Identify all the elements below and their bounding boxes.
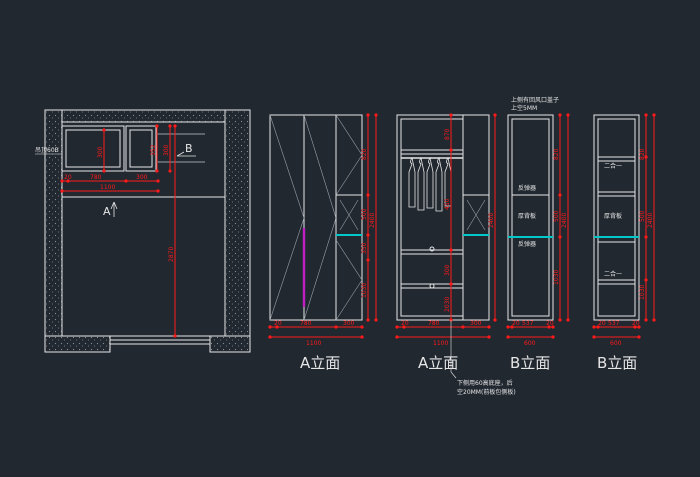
b2-dim-r2: 500: [639, 210, 646, 222]
a1-dim-r1: 820: [361, 148, 368, 160]
plan-wall-bottom-left: [44, 335, 111, 353]
b1-label-top: 反弹器: [518, 184, 536, 192]
a1-dimensions: [268, 113, 378, 339]
a1-dim-total: 1100: [306, 340, 321, 347]
a1-title: A立面: [300, 354, 340, 372]
a1-dim-b3: 300: [343, 320, 355, 327]
b1-dim-total: 600: [524, 340, 536, 347]
b2-dim-r3: 1030: [639, 285, 646, 300]
plan-dimensions: [60, 124, 177, 338]
b1-dim-b3: 20: [546, 320, 554, 327]
plan-dim-seg-2: 780: [90, 174, 102, 181]
plan-dim-seg-1: 20: [64, 174, 72, 181]
plan-wall-right: [224, 109, 251, 353]
b2-dim-total: 600: [610, 340, 622, 347]
plan-dim-v4: 2870: [168, 247, 175, 262]
b2-dim-r1: 820: [639, 148, 646, 160]
a2-note: 下侧用60高底座，后 空20MM(前板包侧板): [450, 320, 516, 396]
a2-dim-height: 2400: [488, 213, 495, 228]
a1-dim-r2: 500: [361, 208, 368, 220]
a2-dim-r2: 450: [444, 198, 451, 210]
a2-dim-b2: 780: [428, 320, 440, 327]
elevation-a1: [269, 114, 363, 321]
plan-room: [61, 121, 226, 337]
b2-dim-b2: 537: [608, 320, 620, 327]
a1-dim-b2: 780: [300, 320, 312, 327]
a2-dim-r3: 300: [444, 264, 451, 276]
elevation-b1: [507, 114, 554, 321]
plan-dim-v2: 352: [150, 144, 157, 156]
elevation-a2: [396, 114, 490, 321]
svg-text:B: B: [185, 142, 193, 155]
b1-title: B立面: [510, 354, 550, 372]
a2-dim-r1: 870: [444, 128, 451, 140]
plan-wall-bottom-right: [209, 335, 251, 353]
a2-hangers: [408, 157, 452, 212]
a2-dim-b3: 300: [470, 320, 482, 327]
plan-hanging-label: 吊顶60B: [35, 147, 59, 154]
b2-dimensions: [592, 113, 656, 339]
b2-label-mid: 厚背板: [604, 212, 622, 220]
b1-dim-b1: 20: [512, 320, 520, 327]
plan-wall-top: [45, 109, 233, 123]
plan-dim-total: 1100: [100, 184, 115, 191]
b1-dim-height: 2400: [561, 213, 568, 228]
b1-dim-r3: 1030: [553, 270, 560, 285]
svg-text:空20MM(前板包侧板): 空20MM(前板包侧板): [457, 388, 516, 396]
a1-dim-r4: 1030: [361, 283, 368, 298]
plan-dim-seg-3: 300: [136, 174, 148, 181]
a2-dim-r4: 2030: [444, 297, 451, 312]
plan-cabinet-main: [61, 125, 125, 172]
b1-top-note-2: 上空5MM: [511, 104, 537, 112]
marker-a: A: [103, 201, 118, 218]
b1-label-bot: 反弹器: [518, 240, 536, 248]
b1-dimensions: [506, 113, 570, 339]
b1-top-note-1: 上侧有回风口盖子: [511, 96, 559, 104]
b1-label-mid: 厚背板: [518, 212, 536, 220]
a2-dim-total: 1100: [433, 340, 448, 347]
svg-text:A: A: [103, 205, 111, 218]
b1-dim-r1: 820: [553, 148, 560, 160]
b2-label-bot: 二合一: [604, 270, 622, 278]
a1-dim-height: 2400: [369, 213, 376, 228]
plan-cabinet-side: [125, 125, 157, 172]
b2-dim-b3: 20: [632, 320, 640, 327]
marker-b: B: [176, 142, 196, 157]
plan-wall-left: [44, 109, 63, 339]
b1-dim-b2: 537: [522, 320, 534, 327]
a2-dim-b1: 20: [401, 320, 409, 327]
floor-plan: [44, 109, 251, 353]
plan-dim-v1: 300: [97, 146, 104, 158]
b2-dim-b1: 20: [598, 320, 606, 327]
b2-dim-height: 2400: [647, 213, 654, 228]
svg-text:下侧用60高底座，后: 下侧用60高底座，后: [457, 379, 513, 387]
plan-dim-v3: 300: [163, 144, 170, 156]
a2-dimensions: [395, 113, 497, 339]
a1-dim-r3: 350: [361, 242, 368, 254]
a2-title: A立面: [418, 354, 458, 372]
b1-dim-r2: 500: [553, 210, 560, 222]
b2-title: B立面: [597, 354, 637, 372]
b2-label-top: 二合一: [604, 162, 622, 170]
a1-dim-b1: 20: [274, 320, 282, 327]
elevation-b2: [593, 114, 640, 321]
